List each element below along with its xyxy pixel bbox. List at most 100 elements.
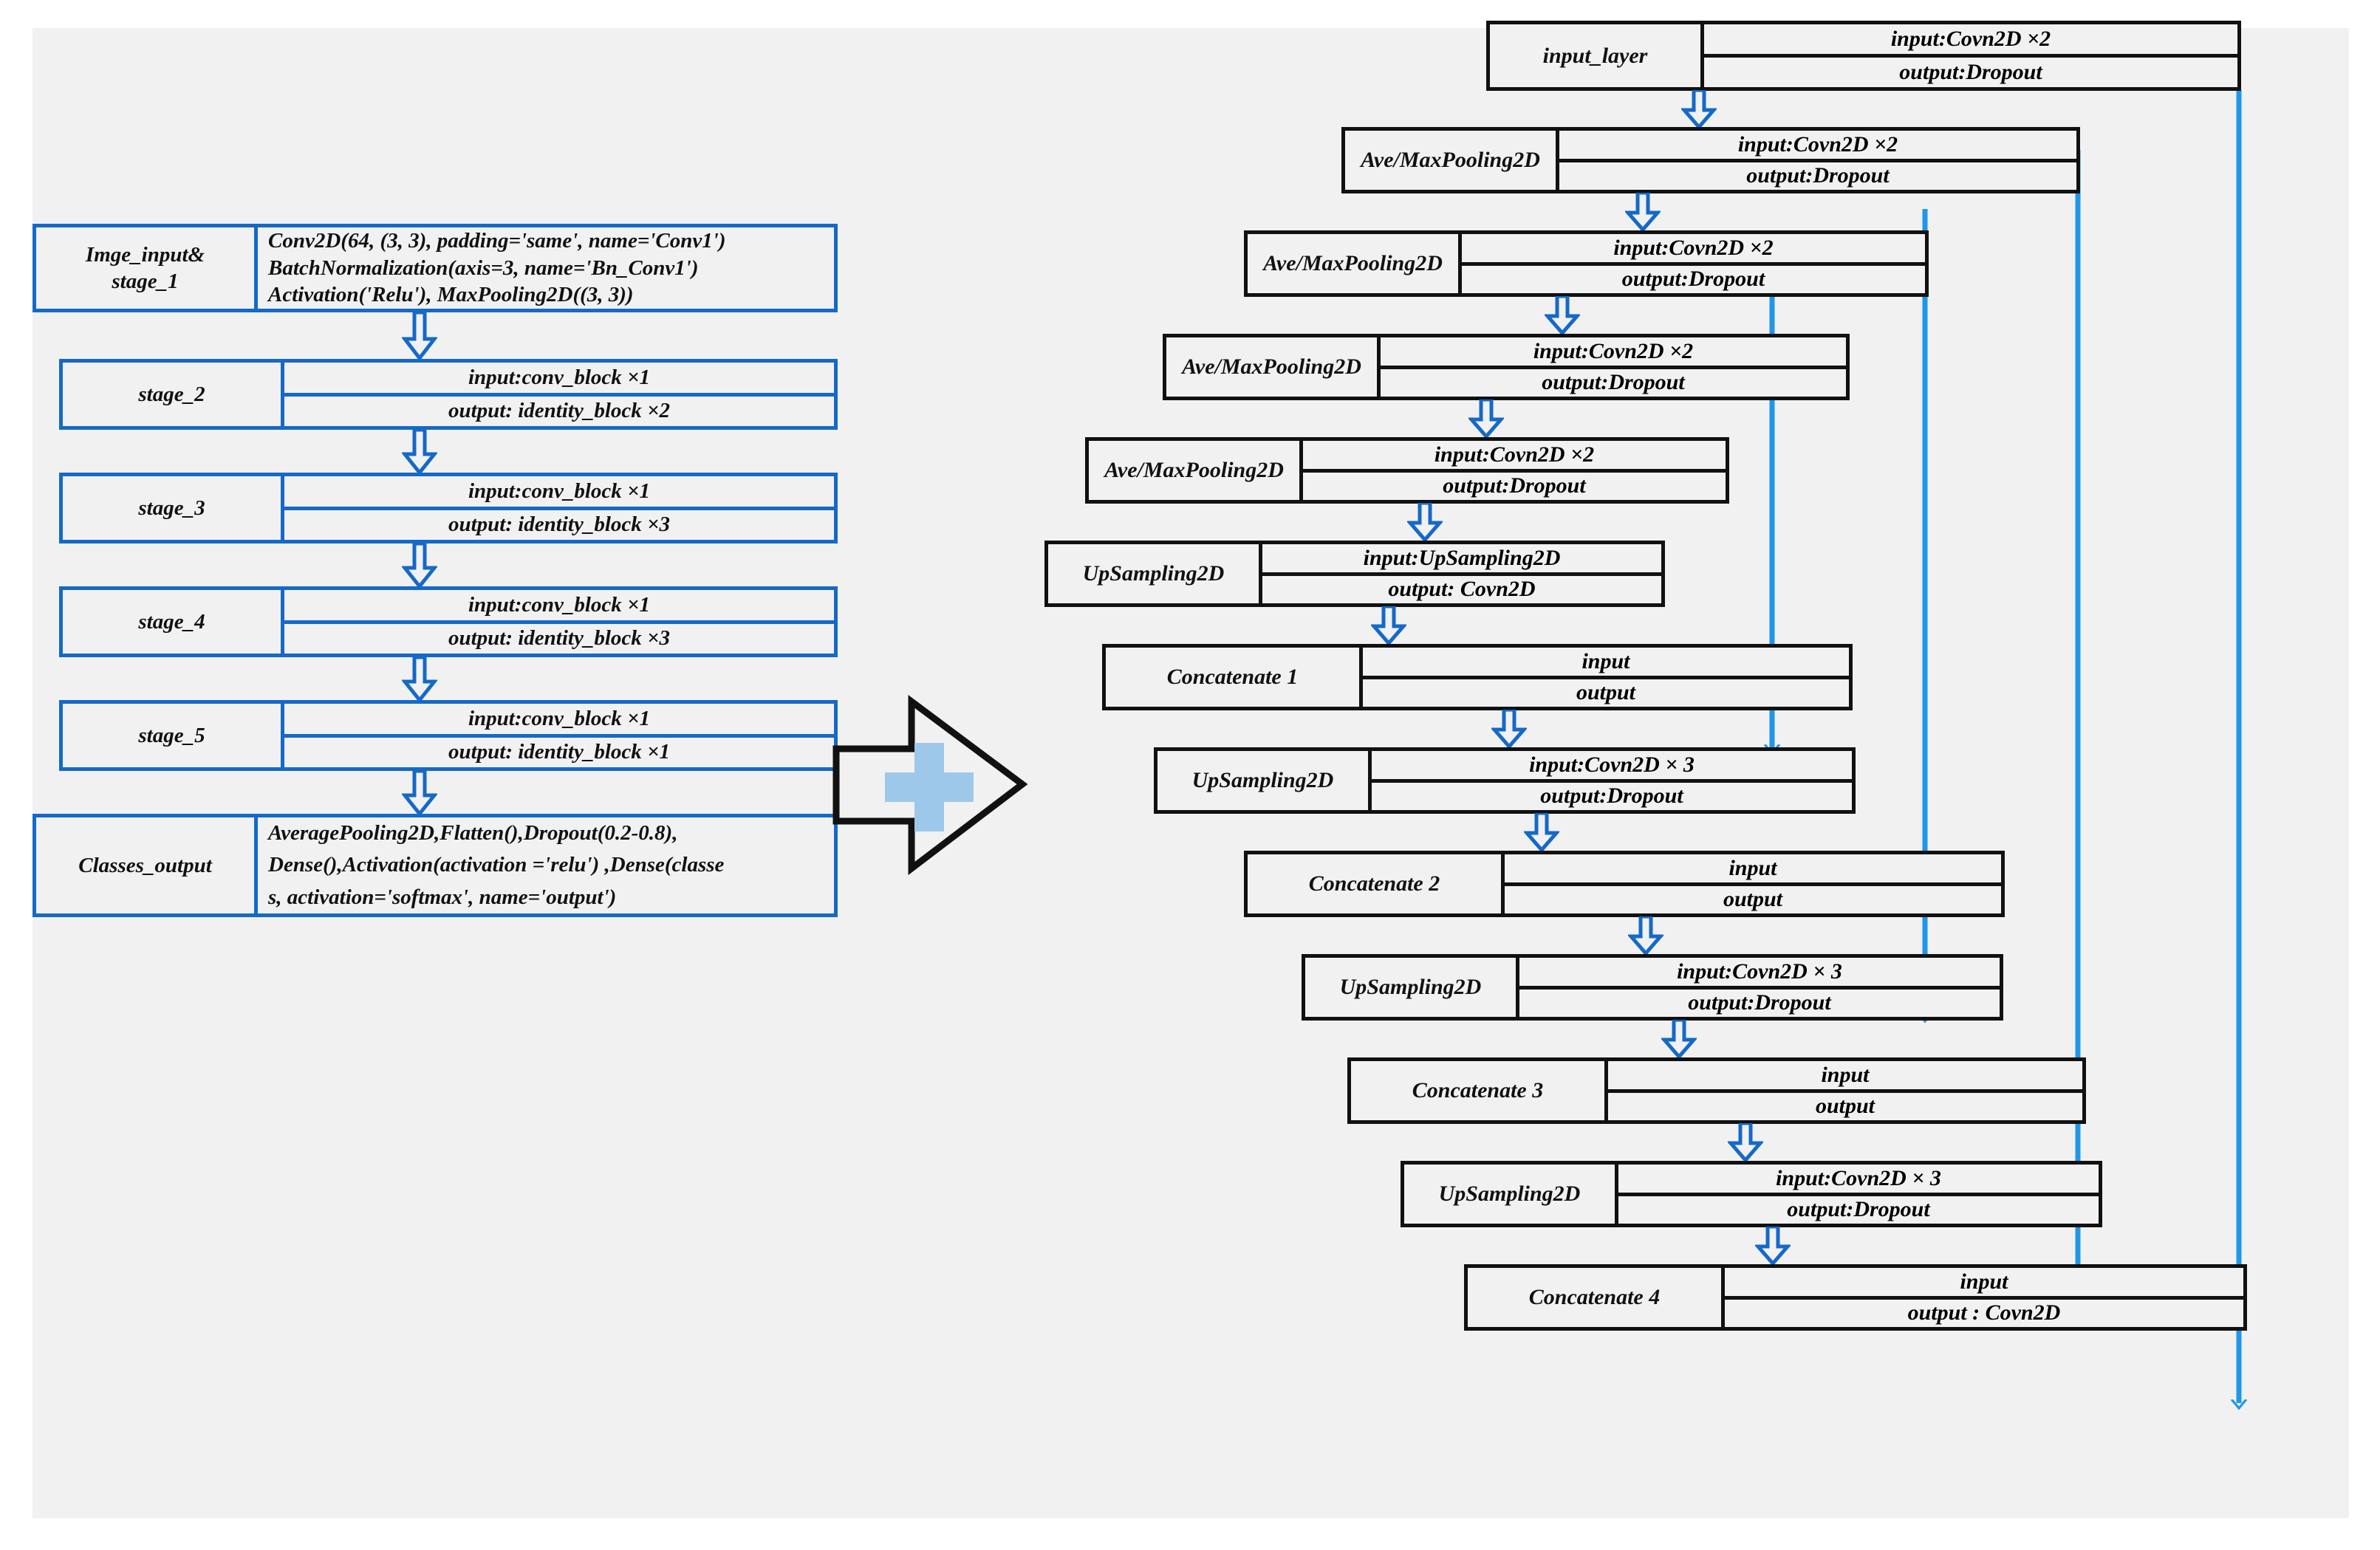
node-body: input:conv_block ×1 output: identity_blo…	[284, 476, 834, 540]
flow-arrow-stage5-to-classes-output	[402, 771, 437, 815]
node-input-row: input	[1581, 648, 1630, 673]
flow-arrow-concat-3-to-upsampling-4	[1728, 1123, 1763, 1162]
node-body: input:Covn2D × 3 output:Dropout	[1618, 1165, 2099, 1224]
node-imge-input-stage-1[interactable]: Imge_input& stage_1 Conv2D(64, (3, 3), p…	[33, 224, 838, 312]
node-title: UpSampling2D	[1157, 751, 1372, 810]
node-title: Ave/MaxPooling2D	[1345, 131, 1559, 190]
node-body: Conv2D(64, (3, 3), padding='same', name=…	[258, 227, 834, 309]
node-body-line: Conv2D(64, (3, 3), padding='same', name=…	[268, 228, 726, 253]
node-body-line: BatchNormalization(axis=3, name='Bn_Conv…	[268, 256, 699, 280]
node-title: Concatenate 4	[1468, 1268, 1725, 1327]
node-body: input:Covn2D × 3 output:Dropout	[1372, 751, 1852, 810]
node-title: stage_5	[63, 704, 284, 767]
node-title: Ave/MaxPooling2D	[1166, 337, 1381, 397]
node-input-row: input:Covn2D ×2	[1890, 27, 2051, 51]
node-body: AveragePooling2D,Flatten(),Dropout(0.2-0…	[258, 817, 834, 913]
node-body: input output	[1505, 854, 2001, 913]
node-title-line: stage_1	[112, 270, 179, 293]
node-title: Concatenate 2	[1248, 854, 1505, 913]
node-title: Classes_output	[36, 817, 258, 913]
node-input-row: input:Covn2D ×2	[1737, 131, 1898, 157]
node-upsampling-3[interactable]: UpSampling2D input:Covn2D × 3 output:Dro…	[1302, 954, 2003, 1021]
node-output-row: output:Dropout	[1618, 1192, 2099, 1224]
node-output-row: output : Covn2D	[1725, 1295, 2243, 1328]
flow-arrow-stage1-to-stage2	[402, 312, 437, 360]
flow-arrow-stage4-to-stage5	[402, 657, 437, 702]
node-upsampling-1[interactable]: UpSampling2D input:UpSampling2D output: …	[1044, 541, 1665, 607]
node-body-line: s, activation='softmax', name='output')	[268, 885, 617, 909]
node-input-row: input	[1821, 1062, 1870, 1087]
node-title: input_layer	[1490, 24, 1704, 87]
node-output-row: output:Dropout	[1462, 261, 1925, 294]
node-body: input output : Covn2D	[1725, 1268, 2243, 1327]
node-pool-4[interactable]: Ave/MaxPooling2D input:Covn2D ×2 output:…	[1085, 437, 1729, 504]
diagram-canvas: Imge_input& stage_1 Conv2D(64, (3, 3), p…	[33, 21, 2349, 1518]
node-input-row: input:conv_block ×1	[468, 479, 651, 503]
node-body: input output	[1608, 1061, 2082, 1120]
node-input-row: input:Covn2D ×2	[1613, 235, 1774, 260]
node-input-row: input:Covn2D × 3	[1529, 752, 1695, 777]
node-title: Ave/MaxPooling2D	[1089, 441, 1303, 500]
node-concatenate-1[interactable]: Concatenate 1 input output	[1102, 644, 1853, 710]
flow-arrow-pool-2-to-pool-3	[1545, 296, 1580, 335]
node-input-row: input:Covn2D × 3	[1677, 959, 1842, 984]
node-input-row: input	[1728, 855, 1777, 880]
node-stage-4[interactable]: stage_4 input:conv_block ×1 output: iden…	[59, 586, 838, 657]
node-body: input:Covn2D ×2 output:Dropout	[1462, 234, 1925, 293]
node-output-row: output: identity_block ×1	[284, 733, 834, 768]
node-output-row: output:Dropout	[1559, 158, 2076, 191]
node-input-row: input	[1960, 1269, 2008, 1294]
node-input-row: input:conv_block ×1	[468, 706, 651, 730]
node-upsampling-4[interactable]: UpSampling2D input:Covn2D × 3 output:Dro…	[1401, 1161, 2102, 1227]
flow-arrow-upsampling-1-to-concat-1	[1371, 606, 1406, 645]
node-body: input:Covn2D ×2 output:Dropout	[1381, 337, 1846, 397]
node-body: input output	[1363, 648, 1849, 707]
node-upsampling-2[interactable]: UpSampling2D input:Covn2D × 3 output:Dro…	[1154, 747, 1856, 814]
node-body: input:UpSampling2D output: Covn2D	[1262, 544, 1661, 603]
node-title: UpSampling2D	[1048, 544, 1262, 603]
node-stage-5[interactable]: stage_5 input:conv_block ×1 output: iden…	[59, 700, 838, 771]
node-output-row: output:Dropout	[1303, 468, 1726, 501]
flow-arrow-concat-1-to-upsampling-2	[1491, 710, 1527, 748]
node-output-row: output	[1608, 1088, 2082, 1121]
node-output-row: output:Dropout	[1519, 985, 2000, 1018]
node-title: Concatenate 1	[1106, 648, 1363, 707]
flow-arrow-stage2-to-stage3	[402, 430, 437, 474]
node-output-row: output	[1363, 675, 1849, 707]
node-pool-3[interactable]: Ave/MaxPooling2D input:Covn2D ×2 output:…	[1163, 334, 1850, 400]
combine-plus-arrow-icon	[832, 693, 1046, 877]
node-title: UpSampling2D	[1404, 1165, 1618, 1224]
flow-arrow-upsampling-4-to-concat-4	[1755, 1227, 1791, 1265]
node-body-line: AveragePooling2D,Flatten(),Dropout(0.2-0…	[268, 821, 678, 846]
node-output-row: output:Dropout	[1704, 54, 2237, 87]
node-input-layer[interactable]: input_layer input:Covn2D ×2 output:Dropo…	[1486, 21, 2241, 91]
node-pool-2[interactable]: Ave/MaxPooling2D input:Covn2D ×2 output:…	[1244, 230, 1929, 297]
node-input-row: input:Covn2D ×2	[1434, 442, 1595, 467]
node-stage-2[interactable]: stage_2 input:conv_block ×1 output: iden…	[59, 359, 838, 430]
node-concatenate-4[interactable]: Concatenate 4 input output : Covn2D	[1464, 1264, 2247, 1331]
node-output-row: output: identity_block ×3	[284, 506, 834, 541]
flow-arrow-concat-2-to-upsampling-3	[1628, 916, 1663, 955]
node-output-row: output	[1505, 882, 2001, 914]
node-title: Concatenate 3	[1351, 1061, 1608, 1120]
node-input-row: input:Covn2D × 3	[1776, 1165, 1941, 1190]
node-input-row: input:conv_block ×1	[468, 592, 651, 617]
node-body: input:conv_block ×1 output: identity_blo…	[284, 704, 834, 767]
flow-arrow-pool-4-to-upsampling-1	[1407, 503, 1443, 541]
node-concatenate-3[interactable]: Concatenate 3 input output	[1347, 1057, 2086, 1124]
node-output-row: output: identity_block ×2	[284, 392, 834, 427]
node-input-row: input:Covn2D ×2	[1533, 338, 1694, 363]
node-title: Ave/MaxPooling2D	[1248, 234, 1462, 293]
node-title-line: Imge_input&	[85, 242, 205, 267]
node-body-line: Activation('Relu'), MaxPooling2D((3, 3))	[268, 283, 634, 307]
flow-arrow-pool-1-to-pool-2	[1625, 193, 1661, 231]
node-output-row: output: Covn2D	[1262, 572, 1661, 604]
node-stage-3[interactable]: stage_3 input:conv_block ×1 output: iden…	[59, 473, 838, 543]
node-classes-output[interactable]: Classes_output AveragePooling2D,Flatten(…	[33, 814, 838, 917]
flow-arrow-stage3-to-stage4	[402, 543, 437, 588]
node-body-line: Dense(),Activation(activation ='relu') ,…	[268, 853, 725, 877]
node-pool-1[interactable]: Ave/MaxPooling2D input:Covn2D ×2 output:…	[1341, 127, 2080, 193]
node-concatenate-2[interactable]: Concatenate 2 input output	[1244, 851, 2005, 917]
node-title: UpSampling2D	[1305, 958, 1519, 1017]
node-body: input:conv_block ×1 output: identity_blo…	[284, 590, 834, 654]
